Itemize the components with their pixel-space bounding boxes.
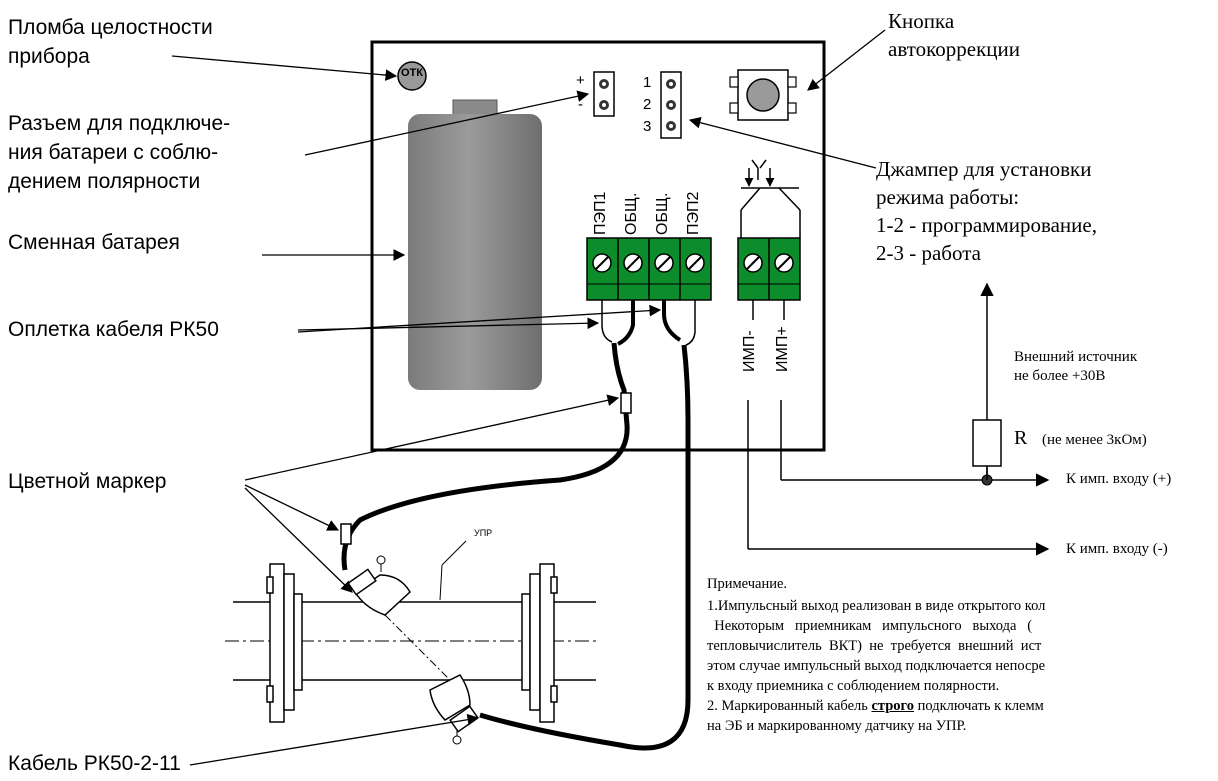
note-emphasis: строго <box>871 698 915 714</box>
note-line-6-c: подключать к клемм <box>914 698 1044 714</box>
resistor-note: (не менее 3кОм) <box>1042 432 1147 448</box>
sensor-upper <box>347 555 386 596</box>
jumper-label-3: 1-2 - программирование, <box>876 213 1097 237</box>
note-line-2: Некоторым приемникам импульсного выхода … <box>707 618 1033 634</box>
cable-label: Кабель РК50-2-11 <box>8 752 181 775</box>
terminal-label-common-2: ОБЩ. <box>654 192 671 235</box>
pipe-label: УПР <box>474 528 493 538</box>
marker-label: Цветной маркер <box>8 470 167 493</box>
button-label: Кнопка <box>888 9 955 33</box>
battery-cap <box>452 99 498 117</box>
braid-label: Оплетка кабеля РК50 <box>8 318 219 341</box>
note-line-3: тепловычислитель ВКТ) не требуется внешн… <box>707 638 1042 654</box>
ext-source-label-2: не более +30В <box>1014 368 1106 384</box>
callout-lines <box>171 29 886 766</box>
pin-2-label: 2 <box>643 96 652 113</box>
note-line-5: к входу приемника с соблюдением полярнос… <box>707 678 1000 694</box>
note-line-1: 1.Импульсный выход реализован в виде отк… <box>707 598 1046 614</box>
autocorrection-button <box>729 69 797 121</box>
imp-minus-label: ИМП- <box>741 330 758 372</box>
battery-body <box>408 114 542 390</box>
note-title: Примечание. <box>707 576 788 592</box>
color-marker-bottom <box>340 523 352 545</box>
ext-source-label: Внешний источник <box>1014 349 1138 365</box>
pin-1-label: 1 <box>643 74 652 91</box>
seal-badge-text: ОТК <box>401 67 423 79</box>
flow-meter-pipe <box>225 540 600 723</box>
terminal-block-pulse <box>737 237 801 301</box>
jumper-label-4: 2-3 - работа <box>876 241 981 265</box>
seal-label: Пломба целостности <box>8 16 213 39</box>
button-label-2: автокоррекции <box>888 37 1020 61</box>
cable-wires <box>341 282 1050 751</box>
imp-plus-label: ИМП+ <box>774 326 791 372</box>
note-line-6-a: 2. Маркированный кабель <box>707 698 872 714</box>
plus-label: + <box>576 72 585 89</box>
terminal-label-common-1: ОБЩ. <box>623 192 640 235</box>
pin-3-label: 3 <box>643 118 652 135</box>
battery-connector-label-3: дением полярности <box>8 170 201 193</box>
color-marker-top <box>620 392 632 414</box>
jumper-label: Джампер для установки <box>876 157 1092 181</box>
input-minus-label: К имп. входу (-) <box>1066 541 1168 557</box>
resistor-symbol <box>972 419 1002 467</box>
terminal-label-pep2: ПЭП2 <box>685 191 702 235</box>
jumper-label-2: режима работы: <box>876 185 1020 209</box>
battery-connector-label-2: ния батареи с соблю- <box>8 141 219 164</box>
note-line-6: 2. Маркированный кабель строго подключат… <box>707 698 1044 716</box>
terminal-block-sensors <box>586 237 712 301</box>
input-plus-label: К имп. входу (+) <box>1066 471 1172 487</box>
note-line-7: на ЭБ и маркированному датчику на УПР. <box>707 718 967 734</box>
note-block: Примечание. 1.Импульсный выход реализова… <box>707 576 1218 776</box>
seal-label-2: прибора <box>8 45 90 68</box>
note-line-4: этом случае импульсный выход подключаетс… <box>707 658 1046 674</box>
battery-label: Сменная батарея <box>8 231 180 254</box>
terminal-label-pep1: ПЭП1 <box>592 191 609 235</box>
seal-icon <box>397 61 427 91</box>
battery-connector-label: Разъем для подключе- <box>8 112 231 135</box>
optocoupler-symbol <box>740 159 801 238</box>
resistor-label: R <box>1014 427 1028 449</box>
minus-label: - <box>578 96 583 113</box>
